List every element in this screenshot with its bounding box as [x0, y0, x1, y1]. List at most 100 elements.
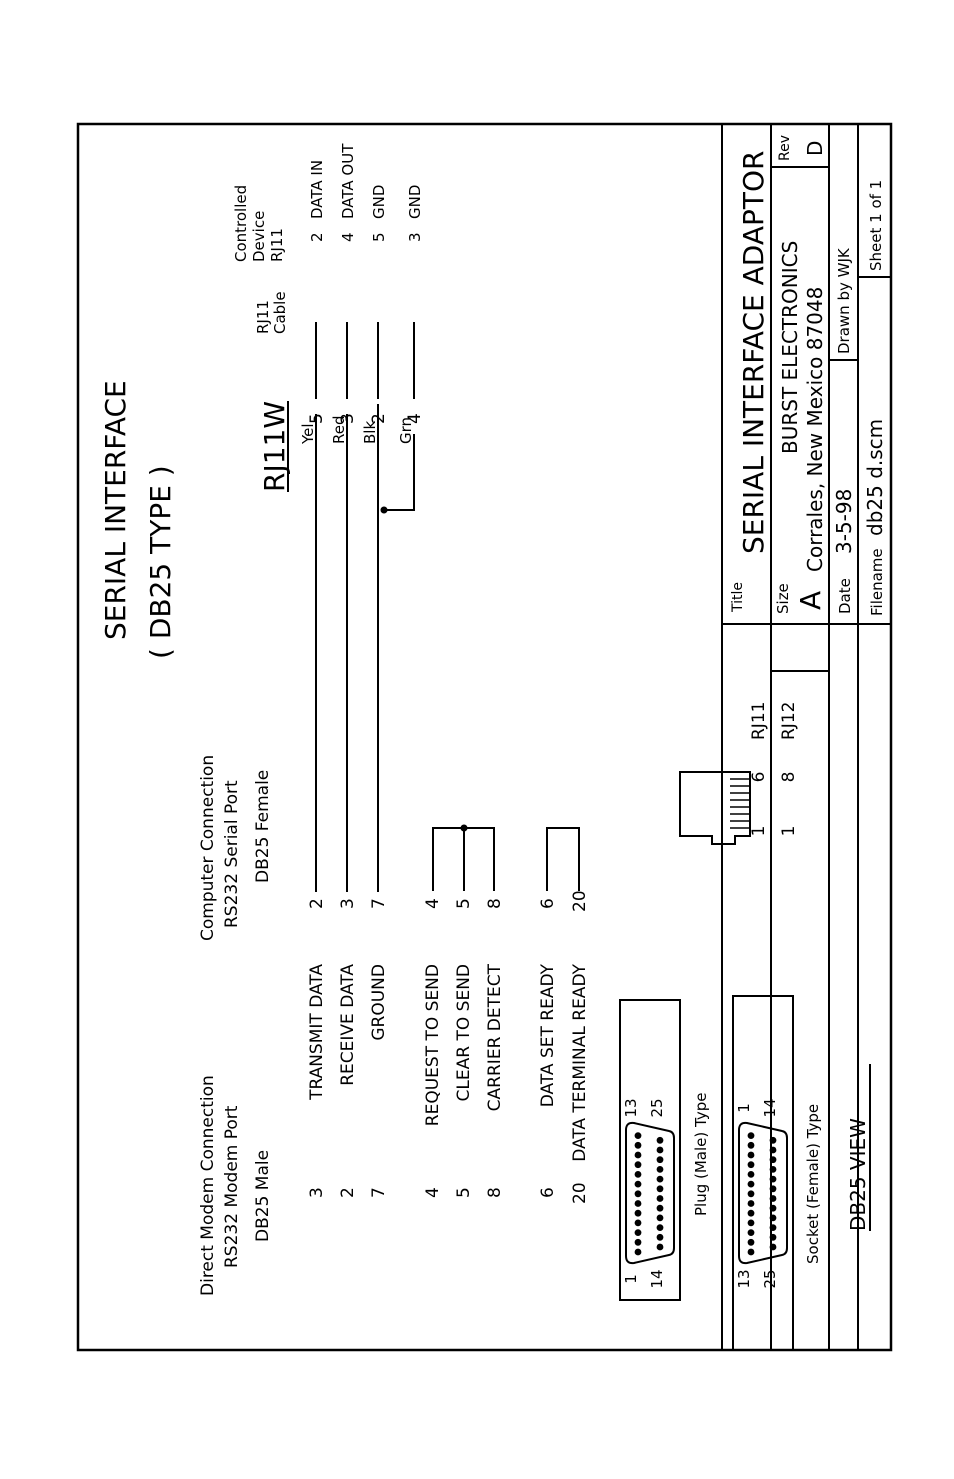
pc-pin: 6	[538, 898, 558, 909]
signal-row: 3 TRANSMIT DATA 2	[307, 898, 327, 1198]
device-header-line2: Device	[250, 211, 268, 262]
plug-d-shape	[625, 1121, 675, 1265]
company-name: BURST ELECTRONICS	[778, 241, 802, 454]
rj11w-wire-color: Grn	[397, 417, 415, 444]
modem-pin: 20	[570, 1182, 590, 1204]
connector-pin	[656, 1185, 664, 1193]
socket-pin-grid	[747, 1132, 777, 1256]
connector-pin	[747, 1161, 755, 1169]
signal-name: TRANSMIT DATA	[307, 964, 327, 1101]
signal-row: 8 CARRIER DETECT 8	[485, 898, 505, 1198]
signal-name: RECEIVE DATA	[338, 964, 358, 1086]
plug-connector: 1 14 13 25 Plug (Male) Type	[619, 999, 710, 1301]
signal-row: 2 RECEIVE DATA 3	[338, 898, 358, 1198]
connector-pin	[747, 1200, 755, 1207]
connector-pin	[747, 1151, 755, 1159]
rj12-label: RJ12	[779, 702, 799, 740]
connector-pin	[634, 1248, 642, 1256]
connector-pin	[634, 1190, 642, 1198]
modem-pin: 4	[423, 1187, 443, 1198]
device-pin-label: GND	[370, 185, 388, 219]
signal-row: 4 REQUEST TO SEND 4	[423, 898, 443, 1198]
cable-header-line1: RJ11	[254, 300, 272, 334]
socket-pin-label: 1	[735, 1103, 753, 1113]
connector-pin	[747, 1209, 755, 1217]
rj11w-title: RJ11W	[258, 401, 291, 492]
connector-pin	[656, 1136, 664, 1144]
device-pin-label: DATA OUT	[339, 143, 357, 219]
title-label: Title	[730, 582, 746, 613]
wire-ground-branch	[384, 434, 415, 511]
signal-name: GROUND	[369, 964, 389, 1041]
rj11w-pin: 2	[369, 413, 389, 424]
rotated-content: SERIAL INTERFACE ( DB25 TYPE ) Direct Mo…	[99, 123, 892, 1351]
connector-pin	[656, 1214, 664, 1222]
date-value: 3-5-98	[832, 489, 856, 554]
connector-pin	[656, 1243, 664, 1251]
device-pin-label: GND	[406, 185, 424, 219]
modem-pin: 3	[307, 1187, 327, 1198]
connector-pin	[747, 1229, 755, 1236]
connector-pin	[634, 1180, 642, 1188]
computer-header-line3: DB25 Female	[253, 770, 273, 883]
connector-pin	[634, 1219, 642, 1227]
computer-header-line1: Computer Connection	[198, 755, 218, 941]
signal-row: 20 DATA TERMINAL READY 20	[570, 890, 590, 1204]
device-pin: 2	[308, 232, 326, 242]
socket-shell	[732, 995, 794, 1351]
connector-pin	[656, 1224, 664, 1231]
connector-pin	[656, 1175, 664, 1183]
rj11w-wire-color: Yel	[299, 423, 317, 445]
title-block: Title SERIAL INTERFACE ADAPTOR Size A BU…	[721, 123, 892, 1351]
diagram-title: SERIAL INTERFACE	[99, 380, 132, 640]
connector-pin	[656, 1165, 664, 1173]
signal-name: CARRIER DETECT	[485, 963, 505, 1111]
plug-shell	[619, 999, 681, 1301]
rj11w-wire-color: Red	[330, 416, 348, 445]
signal-name: DATA TERMINAL READY	[570, 963, 590, 1161]
connector-pin	[747, 1132, 755, 1139]
modem-pin: 5	[454, 1187, 474, 1198]
connector-pin	[747, 1219, 755, 1227]
rj12-pin-b: 8	[779, 772, 799, 783]
device-pin: 3	[406, 232, 424, 242]
rj11-label: RJ11	[749, 702, 769, 740]
socket-pin-label: 13	[735, 1269, 753, 1288]
connector-pin	[747, 1180, 755, 1188]
modem-pin: 7	[369, 1187, 389, 1198]
connector-pin	[747, 1238, 755, 1246]
signal-row: 5 CLEAR TO SEND 5	[454, 898, 474, 1198]
rj-jack-icon	[679, 771, 751, 845]
plug-pin-label: 13	[622, 1098, 640, 1117]
signal-row: 6 DATA SET READY 6	[538, 898, 558, 1198]
rj11w-wire-color: Blk	[361, 421, 379, 444]
connector-pin	[656, 1146, 664, 1154]
filename-value: db25 d.scm	[863, 419, 887, 536]
loopback-dsr-dtr	[546, 827, 580, 891]
connector-pin	[634, 1238, 642, 1246]
plug-pin-label: 25	[648, 1098, 666, 1117]
signal-row: 7 GROUND 7	[369, 898, 389, 1198]
plug-caption: Plug (Male) Type	[692, 1093, 710, 1216]
connector-pin	[656, 1204, 664, 1212]
rj-jack-contacts	[730, 778, 750, 829]
rj-jack-outline	[679, 771, 751, 845]
computer-header-line2: RS232 Serial Port	[222, 780, 242, 928]
signal-name: REQUEST TO SEND	[423, 964, 443, 1126]
modem-pin: 6	[538, 1187, 558, 1198]
modem-pin: 8	[485, 1187, 505, 1198]
plug-pin-grid	[634, 1132, 664, 1256]
connector-pin	[634, 1229, 642, 1236]
connector-pin	[634, 1151, 642, 1159]
modem-header-line1: Direct Modem Connection	[198, 1075, 218, 1296]
connector-pin	[634, 1209, 642, 1217]
signal-name: CLEAR TO SEND	[454, 964, 474, 1101]
connector-pin	[747, 1170, 755, 1178]
title-block-title: SERIAL INTERFACE ADAPTOR	[737, 151, 770, 554]
size-value: A	[794, 591, 827, 610]
signal-name: DATA SET READY	[538, 963, 558, 1107]
modem-header-line2: RS232 Modem Port	[222, 1105, 242, 1268]
connector-pin	[656, 1195, 664, 1202]
company-location: Corrales, New Mexico 87048	[803, 287, 827, 572]
